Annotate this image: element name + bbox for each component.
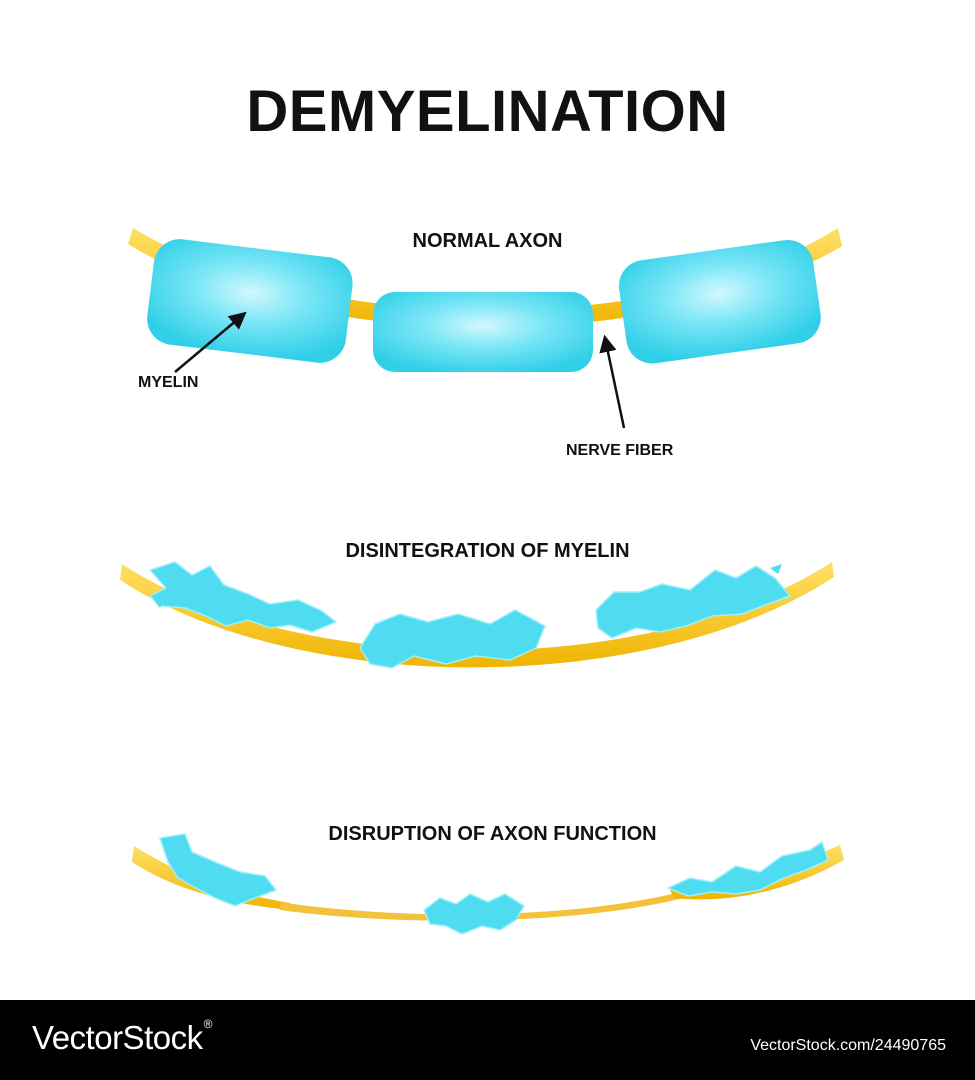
stage-heading-disruption: DISRUPTION OF AXON FUNCTION	[328, 823, 657, 845]
image-id-text: VectorStock.com/24490765	[750, 1037, 946, 1054]
myelin-remnant-middle	[423, 893, 526, 935]
brand-name: VectorStock	[32, 1019, 203, 1056]
myelin-remnant-right	[666, 840, 829, 897]
nerve-fiber-left-thick	[132, 846, 290, 910]
myelin-fragment-right	[595, 565, 792, 639]
disruption-diagram	[132, 833, 844, 935]
brand-logo: VectorStock®	[32, 1017, 213, 1057]
nerve-fiber-label: NERVE FIBER	[566, 442, 674, 459]
myelin-label: MYELIN	[138, 374, 199, 391]
myelin-remnant-left	[159, 833, 278, 907]
myelin-fragment-middle	[359, 609, 546, 669]
nerve-fiber-pointer-arrow	[599, 334, 626, 429]
myelin-debris-2	[770, 564, 782, 574]
stage-heading-disintegration: DISINTEGRATION OF MYELIN	[345, 540, 630, 562]
myelin-pointer-arrow	[174, 311, 247, 373]
watermark-footer-bar	[0, 1000, 975, 1080]
myelin-sheath-3	[618, 239, 821, 364]
nerve-fiber-disintegrating	[120, 562, 834, 668]
nerve-fiber-thinned	[280, 892, 684, 921]
myelin-sheath-2	[373, 292, 593, 372]
disintegration-diagram	[120, 561, 834, 669]
myelin-debris-1	[152, 598, 164, 608]
stage-heading-normal-axon: NORMAL AXON	[412, 230, 563, 252]
myelin-fragment-left	[148, 561, 338, 633]
normal-axon-diagram	[128, 228, 842, 429]
diagram-title: DEMYELINATION	[246, 79, 729, 144]
registered-mark: ®	[203, 1017, 213, 1031]
myelin-sheath-1	[147, 239, 353, 363]
